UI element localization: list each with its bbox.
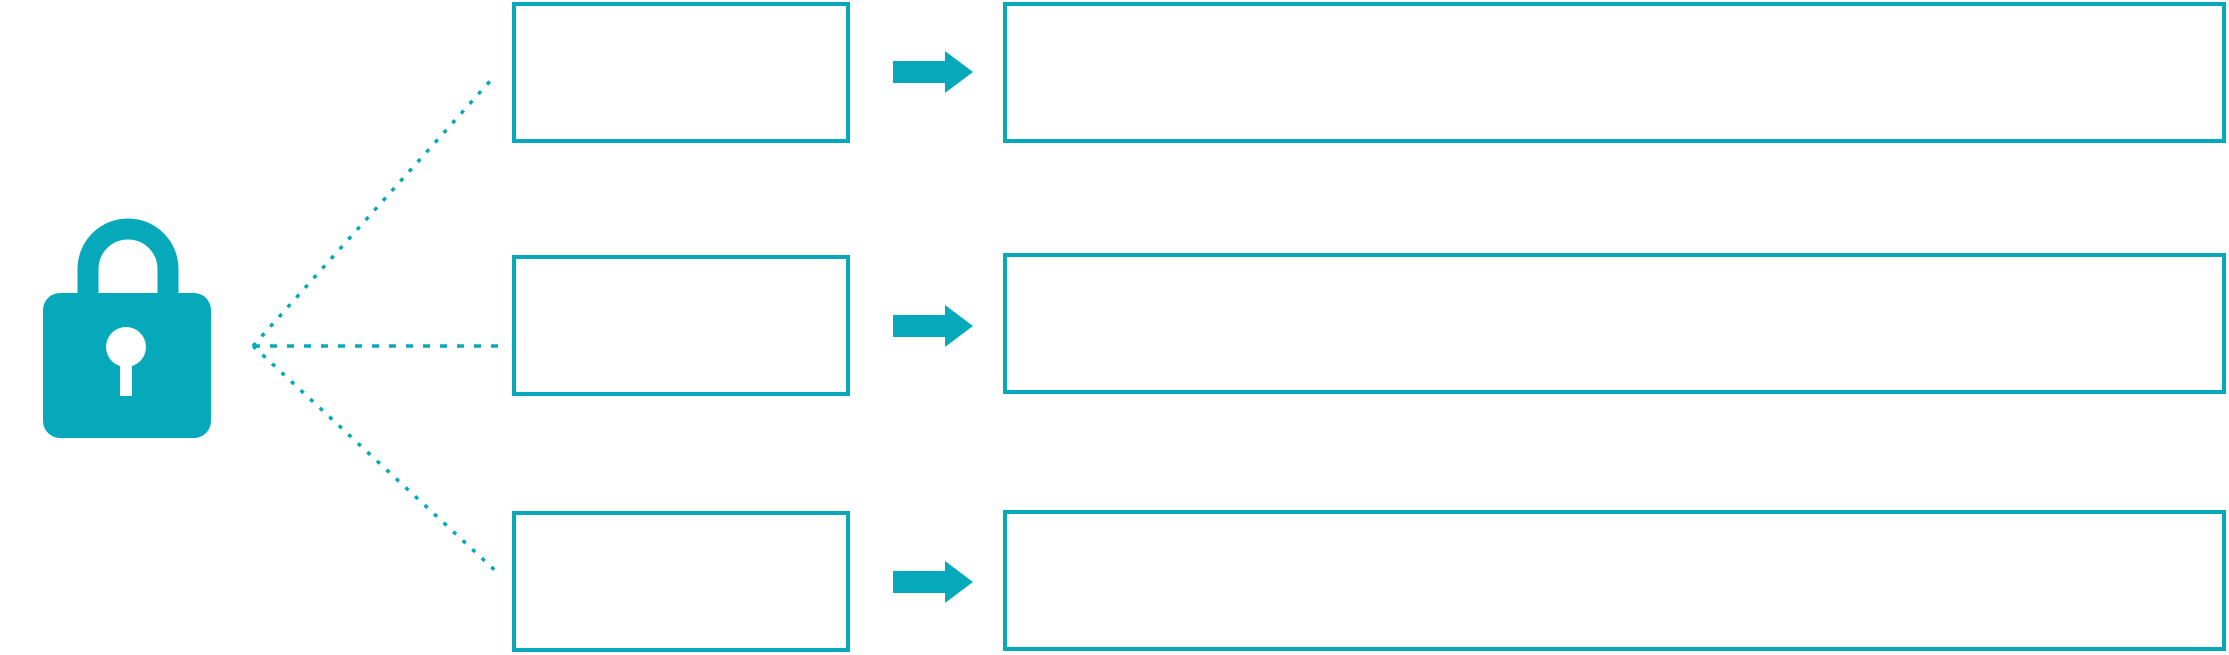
key-point-box-3 [512, 511, 850, 652]
key-point-box-3-text [665, 574, 697, 590]
detail-box-3-text [1599, 573, 1631, 589]
detail-box-1-text [1599, 65, 1631, 81]
key-point-box-1 [512, 2, 850, 143]
arrow-right-icon [893, 561, 973, 603]
arrow-right-icon [893, 305, 973, 347]
lock-shackle [77, 218, 179, 323]
detail-box-3 [1003, 510, 2226, 651]
lock-keyhole-stem [120, 347, 132, 396]
key-point-box-2-text [665, 318, 697, 334]
key-point-box-1-text [665, 65, 697, 81]
detail-box-1 [1003, 2, 2226, 143]
key-point-box-2 [512, 255, 850, 396]
connector-line-bottom [251, 344, 502, 577]
detail-box-2 [1003, 253, 2226, 394]
connector-line-top [251, 78, 493, 348]
lock-icon [43, 218, 211, 438]
arrow-right-icon [893, 51, 973, 93]
detail-box-2-text [1599, 316, 1631, 332]
